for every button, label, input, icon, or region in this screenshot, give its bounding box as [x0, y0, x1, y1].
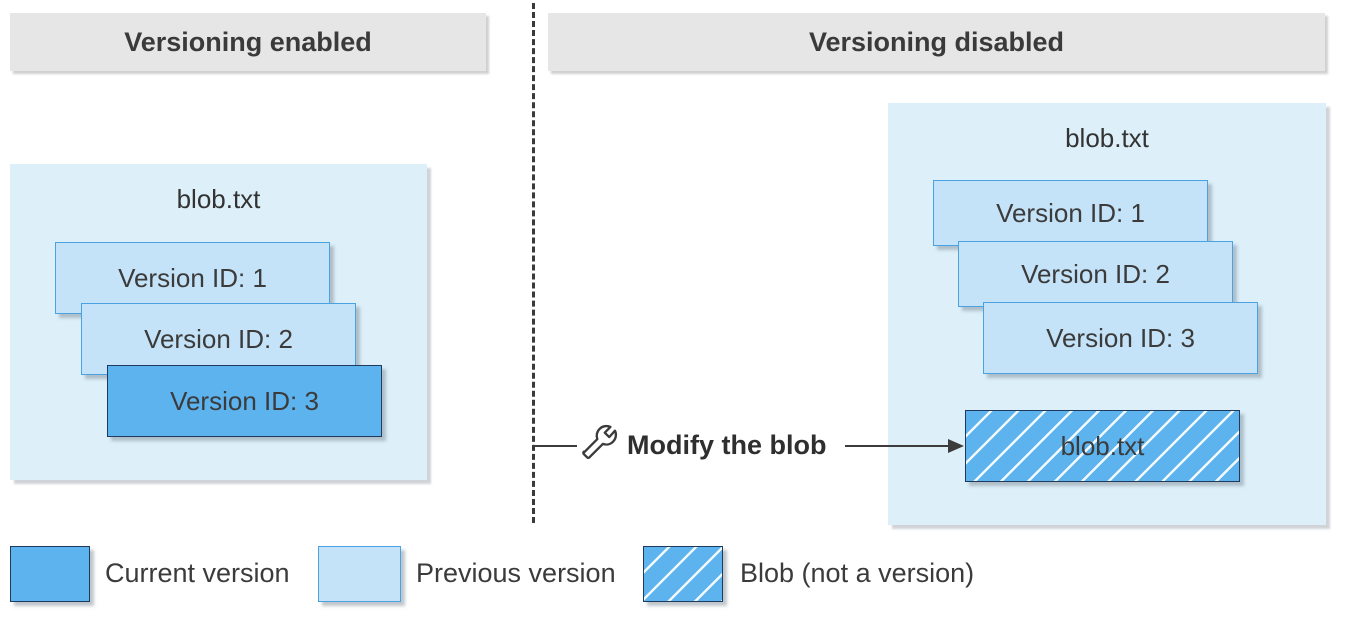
header-versioning-enabled-label: Versioning enabled: [124, 26, 372, 57]
container-versioning-disabled: blob.txt Version ID: 1 Version ID: 2 Ver…: [888, 103, 1326, 525]
left-version-2-label: Version ID: 2: [144, 323, 293, 354]
right-blob-not-a-version-label: blob.txt: [1060, 430, 1145, 461]
arrow-right-icon: [948, 439, 964, 453]
left-version-1-label: Version ID: 1: [118, 262, 267, 293]
right-version-2-box: Version ID: 2: [958, 241, 1233, 307]
modify-the-blob-label: Modify the blob: [627, 430, 827, 460]
right-version-3-box: Version ID: 3: [983, 302, 1258, 374]
right-version-3-label: Version ID: 3: [1046, 322, 1195, 353]
right-version-1-box: Version ID: 1: [933, 180, 1208, 246]
right-blob-not-a-version-box: blob.txt: [965, 410, 1240, 482]
legend-previous-version-label: Previous version: [416, 557, 616, 588]
previous-version-swatch: [318, 546, 401, 602]
modify-arrow-line: [845, 445, 949, 447]
legend-current-version-label: Current version: [105, 557, 290, 588]
left-version-2-box: Version ID: 2: [81, 303, 356, 375]
right-version-2-label: Version ID: 2: [1021, 258, 1170, 289]
legend-blob-label: Blob (not a version): [740, 557, 975, 588]
left-version-1-box: Version ID: 1: [55, 242, 330, 314]
container-versioning-enabled: blob.txt Version ID: 1 Version ID: 2 Ver…: [10, 164, 427, 480]
header-versioning-disabled-label: Versioning disabled: [808, 26, 1065, 57]
header-versioning-enabled: Versioning enabled: [10, 13, 486, 71]
right-blob-title: blob.txt: [1065, 123, 1149, 153]
left-blob-title: blob.txt: [176, 184, 261, 214]
blob-swatch: [643, 546, 723, 602]
left-version-3-box-current: Version ID: 3: [107, 365, 382, 437]
wrench-icon: [581, 424, 618, 461]
dashed-divider: [532, 3, 535, 523]
left-version-3-label: Version ID: 3: [170, 385, 319, 416]
current-version-swatch: [10, 546, 90, 602]
header-versioning-disabled: Versioning disabled: [548, 13, 1325, 71]
right-version-1-label: Version ID: 1: [996, 197, 1145, 228]
divider-connector-line: [533, 445, 577, 447]
